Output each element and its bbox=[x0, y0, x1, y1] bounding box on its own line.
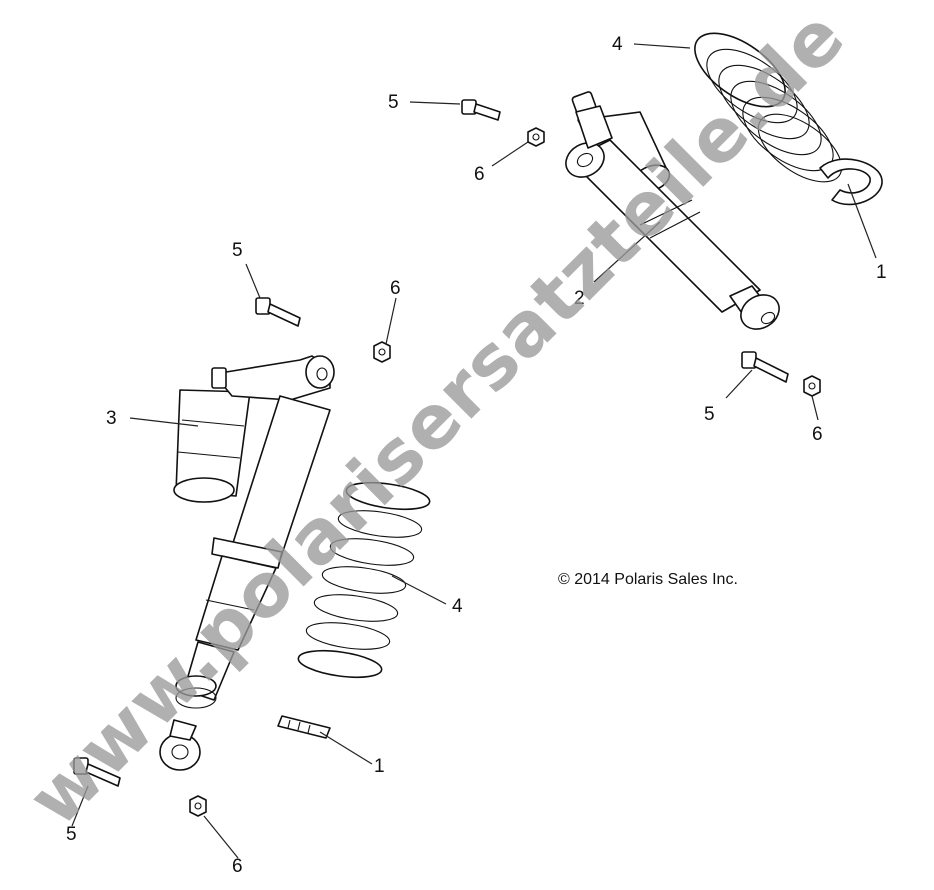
callout-spring-upper: 4 bbox=[612, 34, 623, 55]
leader-lines bbox=[71, 43, 877, 859]
callout-bolt-lower-top: 5 bbox=[232, 240, 243, 261]
callout-shock-lower: 3 bbox=[106, 408, 117, 429]
spring-retainer-clip-upper[interactable] bbox=[819, 158, 883, 206]
callout-bolt-upper-bottom: 5 bbox=[704, 404, 715, 425]
nut-upper-bottom[interactable] bbox=[803, 375, 821, 397]
bolt-upper-bottom[interactable] bbox=[741, 351, 789, 383]
bolt-upper-top[interactable] bbox=[461, 99, 501, 121]
nut-lower-top[interactable] bbox=[373, 341, 391, 363]
bolt-lower-top[interactable] bbox=[255, 297, 301, 327]
watermark: www.polarisersatzteile.de bbox=[12, 0, 861, 843]
shock-absorber-upper[interactable] bbox=[560, 91, 786, 336]
callout-clip-upper: 1 bbox=[876, 262, 887, 283]
callout-clip-lower: 1 bbox=[374, 756, 385, 777]
nut-lower-bottom[interactable] bbox=[189, 795, 207, 817]
nut-upper-top[interactable] bbox=[527, 127, 545, 147]
coil-spring-lower[interactable] bbox=[297, 478, 432, 681]
callout-shock-upper: 2 bbox=[574, 288, 585, 309]
callout-bolt-lower-bottom: 5 bbox=[66, 824, 77, 845]
spring-retainer-clip-lower[interactable] bbox=[277, 715, 331, 739]
callout-nut-lower-top: 6 bbox=[390, 278, 401, 299]
bolt-lower-bottom[interactable] bbox=[73, 757, 121, 787]
callout-spring-lower: 4 bbox=[452, 596, 463, 617]
coil-spring-upper[interactable] bbox=[682, 19, 853, 195]
callout-nut-lower-bottom: 6 bbox=[232, 856, 243, 877]
shock-absorber-lower[interactable] bbox=[159, 355, 335, 771]
copyright-notice: © 2014 Polaris Sales Inc. bbox=[558, 571, 738, 588]
callout-bolt-upper-top: 5 bbox=[388, 92, 399, 113]
callout-nut-upper-bottom: 6 bbox=[812, 424, 823, 445]
callout-nut-upper-top: 6 bbox=[474, 164, 485, 185]
